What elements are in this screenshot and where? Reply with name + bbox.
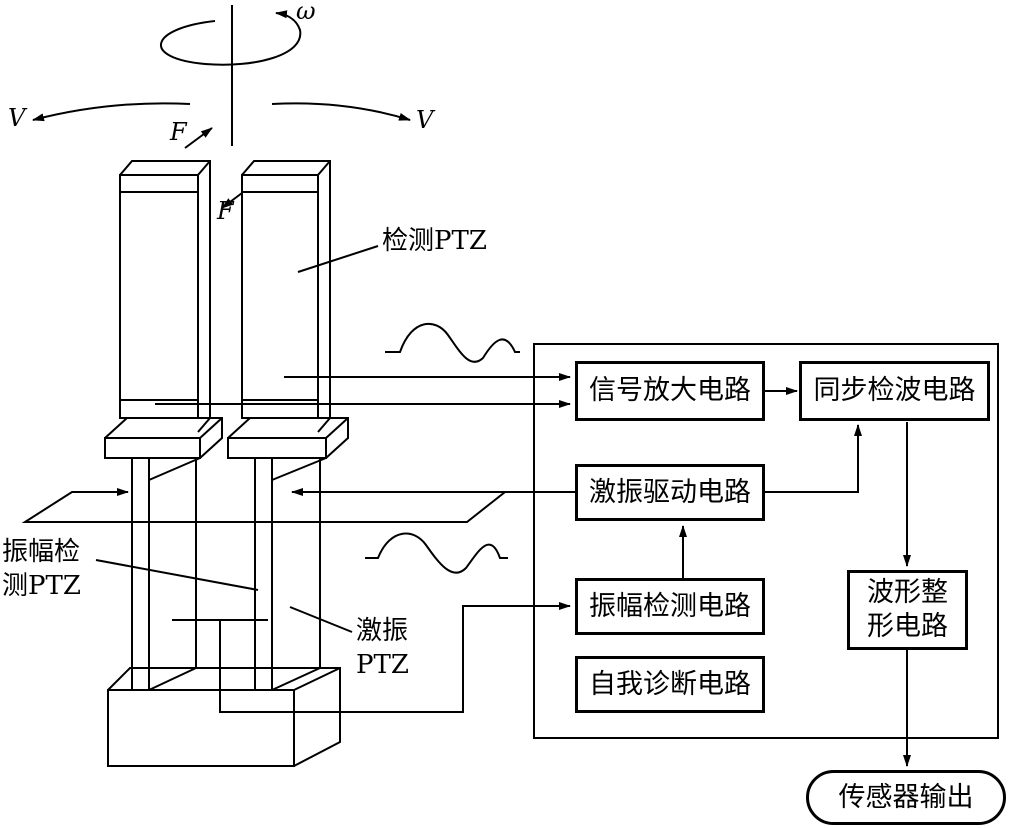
leader-amp-detect-ptz bbox=[95, 559, 259, 591]
sync-detection-block: 同步检波电路 bbox=[799, 361, 990, 421]
force-upper-label: F bbox=[170, 118, 187, 146]
right-flange bbox=[227, 417, 349, 459]
arrow-drive-to-sync bbox=[765, 424, 862, 493]
waveform-shaping-label-1: 波形整 bbox=[867, 577, 948, 608]
excite-ptz-label-2: PTZ bbox=[356, 650, 409, 680]
excitation-drive-label: 激振驱动电路 bbox=[589, 476, 751, 508]
sensor-output-terminal: 传感器输出 bbox=[806, 770, 1006, 825]
excitation-loop bbox=[21, 488, 508, 523]
amplitude-detection-label: 振幅检测电路 bbox=[589, 590, 751, 622]
omega-label: ω bbox=[296, 0, 316, 25]
force-lower-label: F bbox=[217, 197, 234, 225]
sync-detection-label: 同步检波电路 bbox=[813, 375, 976, 406]
waveform-shaping-block: 波形整 形电路 bbox=[847, 570, 968, 650]
self-diagnosis-label: 自我诊断电路 bbox=[589, 668, 751, 700]
right-tine bbox=[241, 160, 331, 433]
velocity-arrow-left bbox=[32, 102, 191, 122]
amplitude-detection-block: 振幅检测电路 bbox=[575, 578, 765, 635]
force-arrow-lower bbox=[221, 192, 243, 209]
left-flange bbox=[104, 417, 223, 459]
leader-excite-ptz bbox=[289, 606, 353, 633]
circuit-enclosure bbox=[533, 343, 999, 739]
velocity-left-label: V bbox=[8, 104, 26, 132]
velocity-right-label: V bbox=[416, 106, 434, 134]
detect-ptz-label: 检测PTZ bbox=[382, 226, 487, 256]
signal-amplifier-label: 信号放大电路 bbox=[589, 375, 751, 406]
velocity-arrow-right bbox=[271, 102, 411, 121]
amp-detect-wire bbox=[172, 606, 570, 713]
sine-wave-upper bbox=[385, 322, 520, 363]
rotation-arrow bbox=[159, 10, 302, 66]
amp-detect-ptz-label-1: 振幅检 bbox=[2, 537, 81, 567]
left-stem bbox=[131, 457, 201, 691]
excite-ptz-label-1: 激振 bbox=[356, 616, 409, 646]
force-arrow-upper bbox=[184, 127, 213, 149]
sensor-output-label: 传感器输出 bbox=[838, 781, 974, 813]
sine-wave-lower bbox=[365, 532, 508, 574]
leader-detect-ptz bbox=[297, 245, 379, 273]
amp-detect-ptz-label-2: 测PTZ bbox=[2, 571, 81, 601]
left-tine bbox=[119, 160, 211, 433]
base-block bbox=[107, 667, 341, 767]
waveform-shaping-label-2: 形电路 bbox=[867, 611, 948, 642]
excitation-drive-block: 激振驱动电路 bbox=[575, 464, 765, 521]
self-diagnosis-block: 自我诊断电路 bbox=[575, 656, 765, 713]
signal-amplifier-block: 信号放大电路 bbox=[575, 361, 765, 421]
